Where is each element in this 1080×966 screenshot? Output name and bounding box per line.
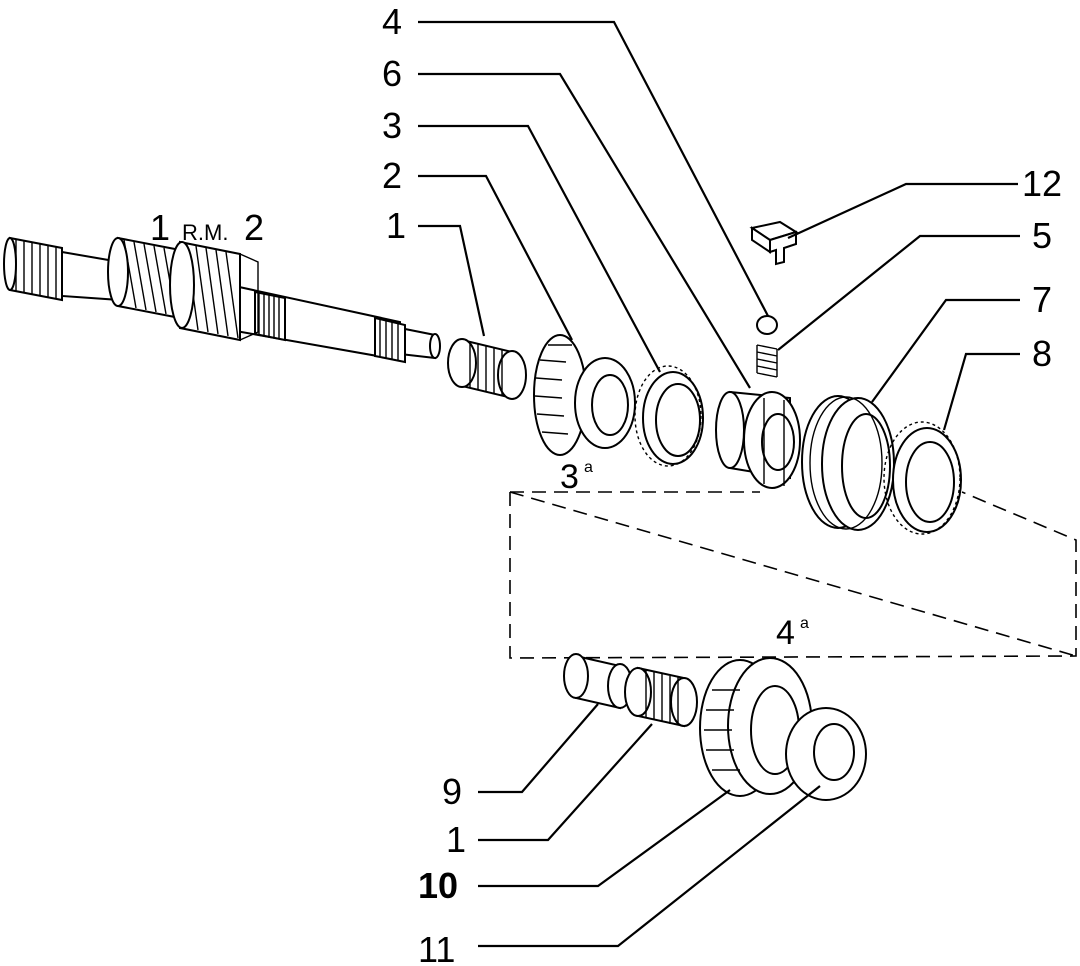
gear-label-fourth: 4 — [776, 614, 795, 652]
needle-bearing-top — [447, 338, 527, 400]
thrust-washer — [785, 707, 867, 801]
input-shaft — [3, 236, 441, 364]
callout-1-bottom: 1 — [446, 819, 466, 860]
callout-9: 9 — [442, 771, 462, 812]
shaft-label-second: 2 — [244, 207, 264, 248]
gear-label-third-sup: a — [584, 459, 593, 476]
third-speed-gear — [533, 334, 636, 456]
leader-lines — [418, 20, 1020, 948]
callout-8: 8 — [1032, 333, 1052, 374]
synchro-hub — [715, 390, 801, 489]
exploded-view-guide — [509, 491, 1077, 659]
gear-label-fourth-sup: a — [800, 615, 809, 632]
needle-bearing-bottom — [624, 666, 698, 728]
synchro-key — [749, 220, 799, 266]
callout-1-top: 1 — [386, 205, 406, 246]
sliding-sleeve — [801, 395, 895, 531]
callout-3: 3 — [382, 105, 402, 146]
callout-7: 7 — [1032, 279, 1052, 320]
callout-12: 12 — [1022, 163, 1062, 204]
callout-10: 10 — [418, 865, 458, 906]
callout-6: 6 — [382, 53, 402, 94]
detent-spring — [756, 344, 778, 378]
callout-2: 2 — [382, 155, 402, 196]
shaft-label-first: 1 — [150, 207, 170, 248]
callout-5: 5 — [1032, 215, 1052, 256]
synchro-ring-fourth — [883, 421, 962, 535]
callout-4: 4 — [382, 1, 402, 42]
synchro-ring-third — [634, 365, 704, 467]
gear-label-third: 3 — [560, 458, 579, 496]
callout-11: 11 — [418, 929, 455, 966]
shaft-label-reverse: R.M. — [182, 220, 228, 245]
detent-ball — [756, 315, 778, 335]
bushing — [563, 653, 633, 710]
